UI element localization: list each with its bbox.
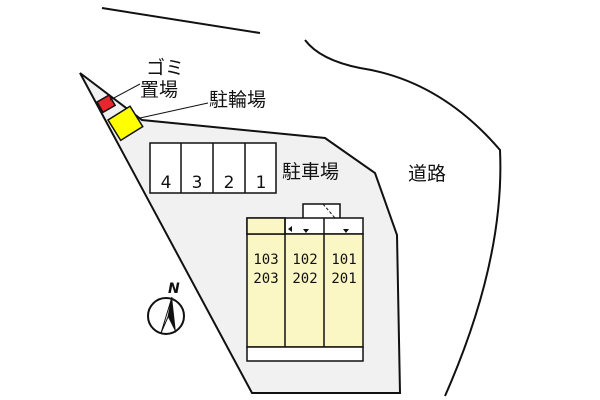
car-parking-label: 駐車場 [282,161,339,183]
unit-number: 102 [292,252,317,268]
north-compass-icon: N [147,281,185,335]
door-marker [343,229,349,233]
road-edge-right [304,39,502,397]
garbage-label-line1: ゴミ [146,57,184,79]
building-wing [246,217,286,235]
unit-number: 203 [253,271,278,287]
road-label: 道路 [408,163,446,185]
unit-number: 103 [253,252,278,268]
door-marker [303,229,309,233]
building-entrance-outline [302,203,341,218]
bicycle-parking-label: 駐輪場 [209,89,266,111]
parking-space-number: 4 [161,173,172,193]
building-body [246,233,364,348]
parking-lot: 4 3 2 1 [149,142,277,194]
unit-number: 101 [331,252,356,268]
parking-space-number: 2 [224,173,235,193]
bicycle-parking-area [106,105,144,142]
garbage-label-line2: 置場 [140,79,178,101]
road-edge-top [101,7,261,34]
bicycle-leader-line [139,102,209,119]
building: 103 203 102 202 101 201 [246,203,364,362]
entrance-dashed-line [322,203,336,219]
north-label: N [168,281,180,297]
garbage-leader-line [109,83,141,101]
parking-space-number: 1 [256,173,267,193]
parking-space-number: 3 [192,173,203,193]
door-marker [288,226,292,232]
unit-number: 201 [331,271,356,287]
balcony-strip [246,346,364,362]
unit-number: 202 [292,271,317,287]
